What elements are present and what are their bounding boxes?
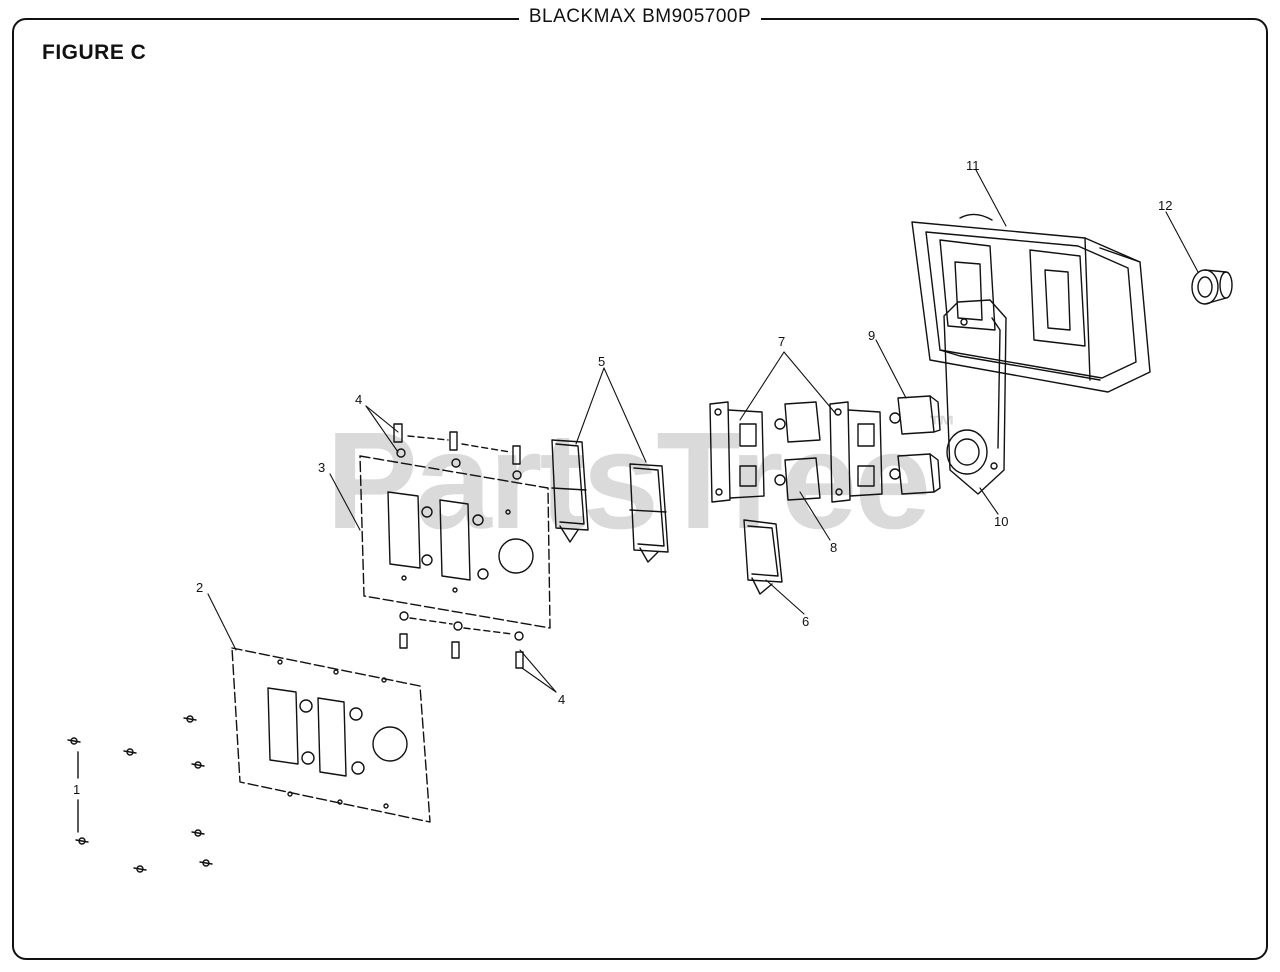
model-title: BLACKMAX BM905700P [0,6,1280,28]
callout-9: 9 [868,328,875,343]
part-5-covers [551,439,669,563]
figure-label: FIGURE C [42,41,147,64]
callout-10: 10 [994,514,1008,529]
part-9-circuit-breakers [889,395,941,495]
part-4-clips [393,423,524,669]
part-3-inner-plate [359,455,551,629]
callout-labels: 1 2 3 4 4 5 6 7 8 9 10 11 12 [73,158,1172,797]
callout-12: 12 [1158,198,1172,213]
callout-11: 11 [966,158,980,173]
part-8-breakers [774,401,821,501]
callout-2: 2 [196,580,203,595]
callout-6: 6 [802,614,809,629]
callout-1: 1 [73,782,80,797]
part-10-twist-lock-receptacle [943,299,1007,495]
callout-4-top: 4 [355,392,362,407]
callout-7: 7 [778,334,785,349]
part-12-grommet [1191,269,1233,305]
part-1-screws [67,715,213,873]
callout-3: 3 [318,460,325,475]
part-11-housing [911,213,1151,393]
callout-4-bottom: 4 [558,692,565,707]
callout-5: 5 [598,354,605,369]
part-6-cover [743,519,783,595]
part-2-outer-plate [231,647,431,823]
leader-lines [207,169,1199,693]
callout-8: 8 [830,540,837,555]
part-7-duplex-receptacles [709,401,883,503]
